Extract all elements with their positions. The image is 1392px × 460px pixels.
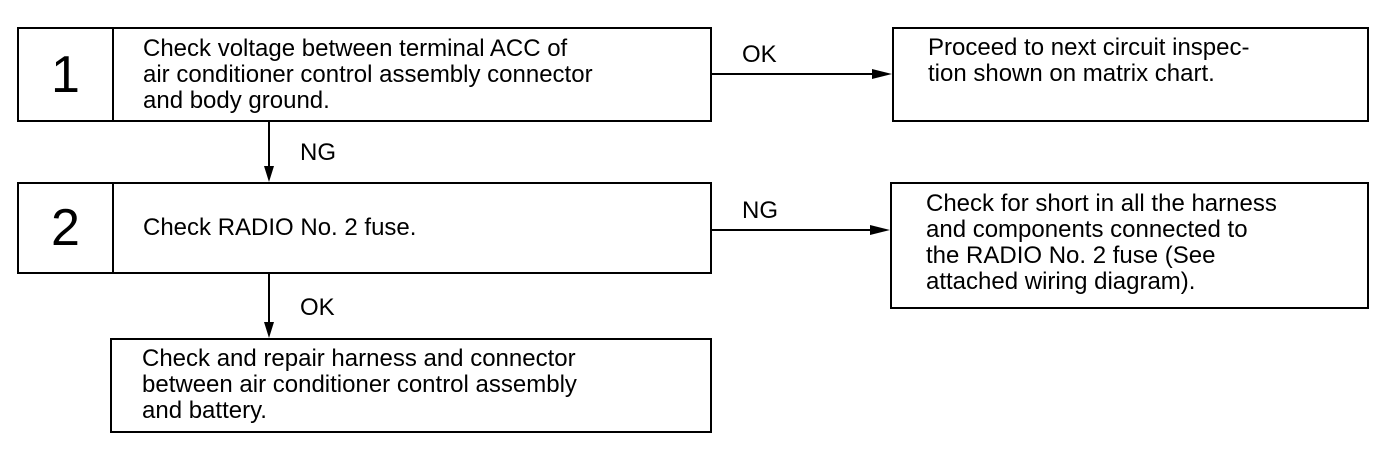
proceed-box: Proceed to next circuit inspec- tion sho… [892,27,1369,122]
step-1-box: 1 Check voltage between terminal ACC of … [17,27,712,122]
repair-text: Check and repair harness and connector b… [142,345,577,424]
step-1-text: Check voltage between terminal ACC of ai… [143,34,593,114]
step1-ok-arrowhead [872,69,892,79]
step1-ng-label: NG [300,139,336,166]
proceed-text: Proceed to next circuit inspec- tion sho… [928,34,1250,87]
step1-ng-arrowhead [264,166,274,182]
step2-ok-arrowhead [264,322,274,338]
step2-ok-label: OK [300,294,335,321]
step2-ng-arrowhead [870,225,890,235]
step-2-box: 2 Check RADIO No. 2 fuse. [17,182,712,274]
check-short-box: Check for short in all the harness and c… [890,182,1369,309]
step-1-number: 1 [19,29,114,120]
step1-ok-label: OK [742,41,777,68]
repair-box: Check and repair harness and connector b… [110,338,712,433]
step-2-number: 2 [19,184,114,272]
step-2-text: Check RADIO No. 2 fuse. [143,214,417,241]
step2-ng-label: NG [742,197,778,224]
check-short-text: Check for short in all the harness and c… [926,190,1277,295]
